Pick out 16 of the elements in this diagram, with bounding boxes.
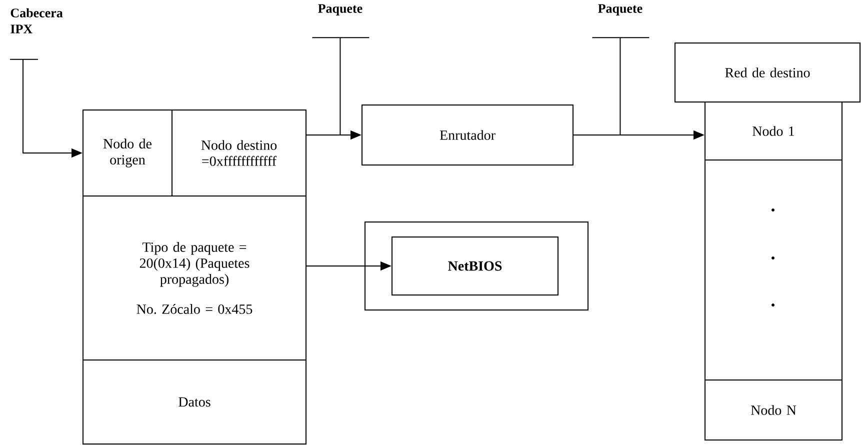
node-cell bbox=[704, 160, 842, 380]
packet-label: Paquete bbox=[598, 4, 642, 16]
frame-box bbox=[364, 222, 588, 310]
header-label: Cabecera IPX bbox=[10, 8, 63, 34]
field-cell: Nodo destino =0xffffffffffff bbox=[172, 110, 306, 196]
packet-label: Paquete bbox=[318, 4, 362, 16]
node-cell: Nodo 1 bbox=[704, 102, 842, 160]
field-cell: Nodo de origen bbox=[82, 110, 172, 196]
field-cell: Tipo de paquete = 20(0x14) (Paquetes propagados) No. Zócalo = 0x455 bbox=[82, 196, 306, 360]
network-box: Red de destino bbox=[674, 42, 860, 102]
protocol-box: NetBIOS bbox=[392, 236, 558, 296]
leader-line bbox=[312, 37, 370, 136]
field-cell: Datos bbox=[82, 360, 306, 444]
router-box: Enrutador bbox=[362, 104, 574, 166]
node-cell: Nodo N bbox=[704, 380, 842, 440]
leader-line bbox=[592, 37, 650, 136]
